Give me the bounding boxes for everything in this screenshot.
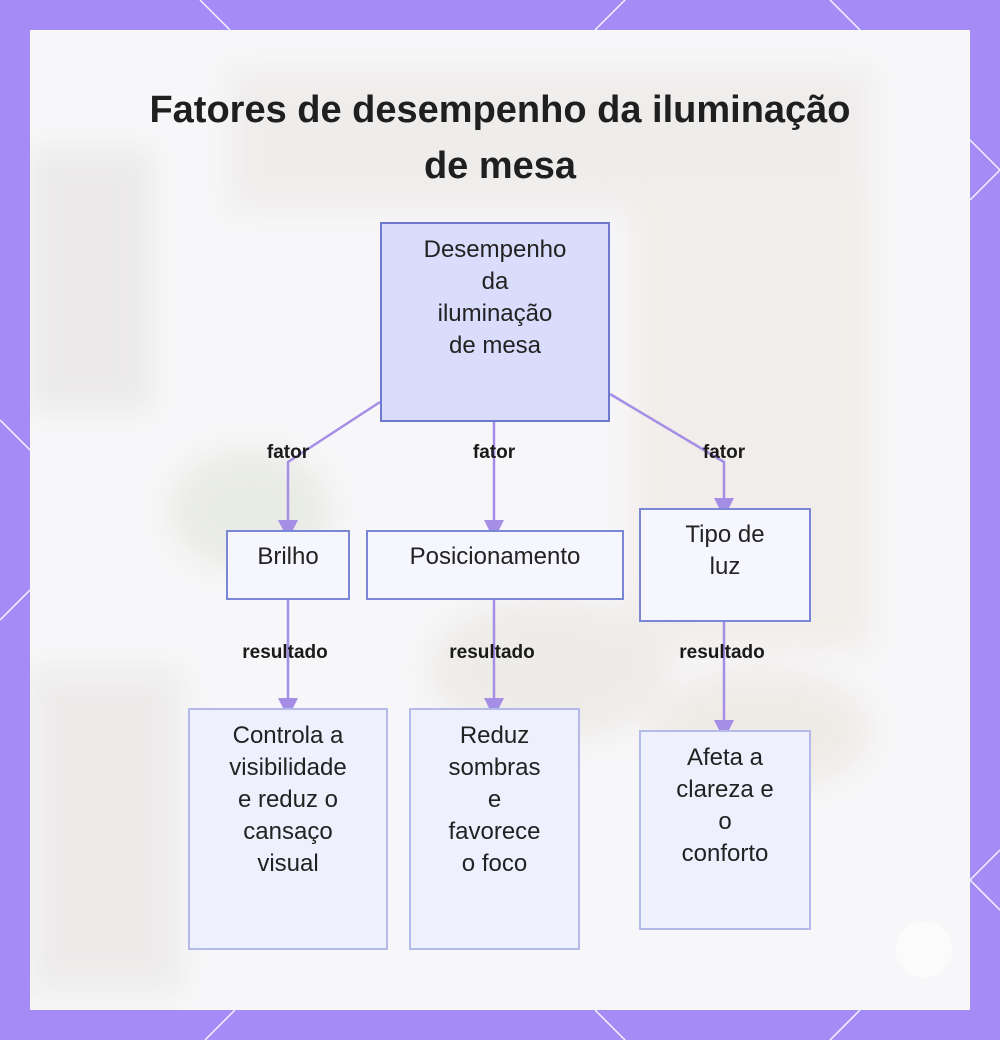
root-node: Desempenho da iluminação de mesa: [380, 222, 610, 422]
edge-label-fator-tipo: fator: [702, 442, 746, 463]
factor-node-posicionamento: Posicionamento: [366, 530, 624, 600]
edge-label-fator-posicionamento: fator: [472, 442, 516, 463]
watermark-logo: [896, 922, 952, 978]
factor-node-brilho: Brilho: [226, 530, 350, 600]
edge-label-fator-brilho: fator: [266, 442, 310, 463]
result-node-brilho: Controla a visibilidade e reduz o cansaç…: [188, 708, 388, 950]
factor-node-tipo-de-luz: Tipo de luz: [639, 508, 811, 622]
diagram-canvas: Fatores de desempenho da iluminação de m…: [30, 30, 970, 1010]
diagram-title: Fatores de desempenho da iluminação de m…: [149, 89, 851, 187]
result-node-posicionamento: Reduz sombras e favorece o foco: [409, 708, 580, 950]
edge-label-resultado-tipo: resultado: [679, 642, 765, 663]
edge-label-resultado-posicionamento: resultado: [449, 642, 535, 663]
result-node-tipo-de-luz: Afeta a clareza e o conforto: [639, 730, 811, 930]
diagram-edges: [278, 392, 734, 740]
edge-root-tipo: [609, 392, 734, 518]
edge-root-brilho: [278, 400, 381, 540]
edge-label-resultado-brilho: resultado: [242, 642, 328, 663]
